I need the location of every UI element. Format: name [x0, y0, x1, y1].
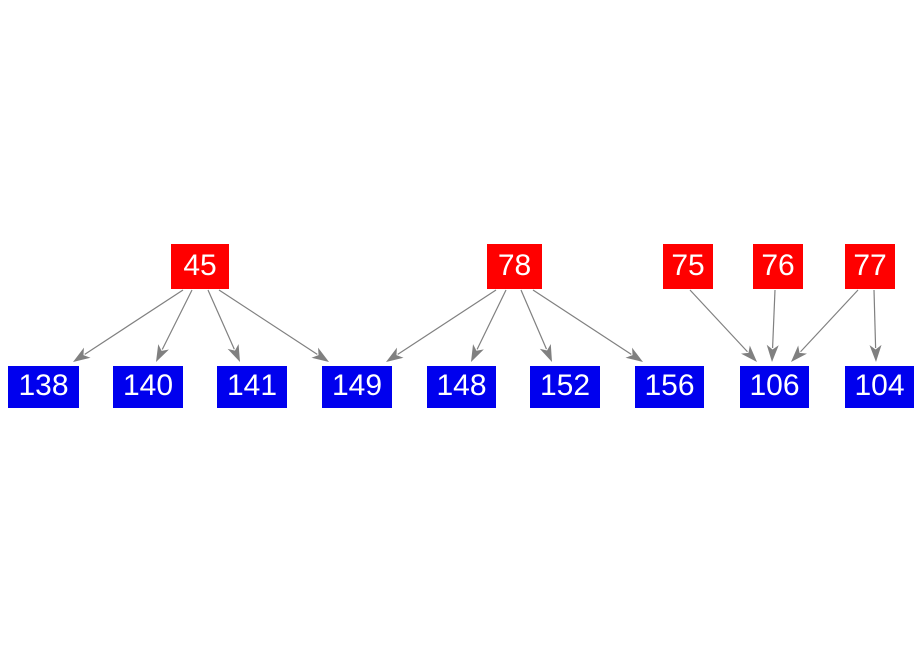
graph-node-label: 141	[226, 369, 278, 402]
edge-arrowhead	[791, 345, 807, 362]
graph-node-label: 77	[853, 248, 887, 282]
edge-arrowhead	[625, 347, 643, 362]
edge-arrowhead	[386, 347, 404, 362]
graph-node-138[interactable]: 138	[8, 366, 79, 408]
graph-node-76[interactable]: 76	[753, 244, 803, 289]
graph-edge-n75-to-n106	[689, 289, 757, 362]
graph-node-label: 140	[122, 369, 174, 402]
graph-node-45[interactable]: 45	[171, 244, 229, 289]
graph-edge-n78-to-n152	[520, 289, 552, 362]
graph-node-label: 78	[497, 248, 532, 282]
edge-arrowhead	[741, 345, 757, 362]
edge-line	[800, 289, 859, 353]
edge-arrowhead	[766, 344, 779, 362]
edge-arrowhead	[869, 344, 882, 362]
graph-node-label: 75	[671, 248, 705, 282]
graph-node-152[interactable]: 152	[530, 366, 600, 408]
edge-arrowhead	[156, 344, 169, 362]
edge-line	[520, 289, 548, 350]
edge-line	[873, 289, 877, 349]
edge-line	[218, 289, 318, 355]
graph-node-140[interactable]: 140	[113, 366, 183, 408]
edge-line	[689, 289, 748, 353]
graph-edge-n76-to-n106	[766, 289, 779, 362]
graph-node-78[interactable]: 78	[487, 244, 542, 289]
edge-line	[84, 289, 184, 355]
graph-edge-n77-to-n104	[869, 289, 882, 362]
edge-arrowhead	[73, 347, 91, 362]
graph-node-149[interactable]: 149	[322, 366, 392, 408]
graph-node-label: 149	[331, 369, 383, 402]
edge-line	[161, 289, 193, 350]
graph-node-75[interactable]: 75	[663, 244, 713, 289]
edge-line	[207, 289, 235, 350]
graph-node-77[interactable]: 77	[845, 244, 895, 289]
graph-node-label: 76	[761, 248, 795, 282]
graph-node-106[interactable]: 106	[740, 366, 809, 408]
graph-edge-n78-to-n149	[386, 289, 497, 362]
edge-arrowhead	[471, 344, 484, 362]
edge-arrowhead	[311, 347, 329, 362]
graph-node-148[interactable]: 148	[427, 366, 496, 408]
graph-node-label: 148	[436, 369, 487, 402]
graph-node-104[interactable]: 104	[845, 366, 914, 408]
graph-edge-n45-to-n149	[218, 289, 329, 362]
graph-node-label: 45	[183, 248, 217, 282]
graph-node-label: 156	[644, 369, 695, 402]
graph-edge-n78-to-n156	[532, 289, 643, 362]
graph-node-label: 106	[749, 369, 800, 402]
edge-line	[476, 289, 507, 350]
graph-edge-n77-to-n106	[791, 289, 859, 362]
edge-arrowhead	[227, 344, 240, 362]
graph-node-label: 152	[539, 369, 591, 402]
edge-arrowhead	[539, 344, 552, 362]
graph-node-label: 138	[18, 369, 69, 402]
edge-line	[532, 289, 632, 355]
graph-edge-n45-to-n138	[73, 289, 184, 362]
graph-node-156[interactable]: 156	[635, 366, 704, 408]
graph-node-label: 104	[854, 369, 905, 402]
graph-node-141[interactable]: 141	[217, 366, 287, 408]
edge-line	[397, 289, 497, 355]
graph-edge-n45-to-n140	[156, 289, 193, 362]
graph-edge-n45-to-n141	[207, 289, 240, 362]
edge-line	[771, 289, 776, 349]
graph-edge-n78-to-n148	[471, 289, 507, 362]
